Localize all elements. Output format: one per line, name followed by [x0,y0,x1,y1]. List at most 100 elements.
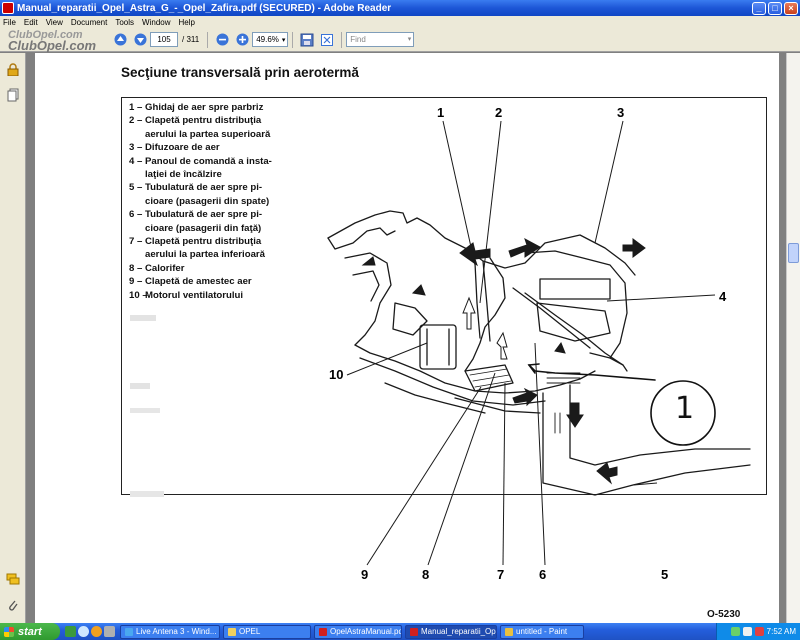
menu-view[interactable]: View [45,17,63,27]
next-page-icon[interactable] [132,32,148,48]
callout-2: 2 [495,105,503,120]
menu-file[interactable]: File [3,17,16,27]
zoom-in-icon[interactable] [234,32,250,48]
page-title: Secţiune transversală prin aerotermă [121,65,359,80]
legend-item-text: aerului la partea inferioară [145,249,265,261]
bleed-through-text [130,408,160,413]
handwritten-annotation: 1 [675,391,695,426]
zoom-out-icon[interactable] [214,32,230,48]
callout-8: 8 [422,567,430,582]
close-button[interactable]: × [784,1,798,15]
heater-cross-section-diagram [327,120,751,566]
bleed-through-text [130,383,150,389]
network-icon[interactable] [730,627,740,636]
legend-item-text: Difuzoare de aer [145,142,220,154]
excel-icon[interactable] [65,626,76,637]
legend-item-text: cioare (pasagerii din spate) [145,195,270,207]
legend-item-text: laţiei de încălzire [145,169,222,181]
lock-icon[interactable] [5,61,21,77]
page-count: / 311 [182,35,200,44]
legend-item: 8 –Calorifer [129,262,319,275]
legend-item-text: Clapetă pentru distribuţia [145,236,262,248]
windows-taskbar: start Live Antena 3 - Wind... OPEL OpelA… [0,623,800,640]
attachments-icon[interactable] [5,597,21,613]
firefox-icon[interactable] [91,626,102,637]
legend-item: 7 –Clapetă pentru distribuţia [129,235,319,248]
page-number-input[interactable]: 105 [150,32,178,47]
document-viewport[interactable]: Secţiune transversală prin aerotermă 1 –… [27,53,786,623]
legend-item: 2 –Clapetă pentru distribuţia [129,114,319,127]
find-input[interactable]: Find▾ [346,32,415,47]
figure-frame [121,97,767,495]
callout-3: 3 [617,105,625,120]
media-icon[interactable] [104,626,115,637]
legend-item: cioare (pasagerii din spate) [129,195,319,208]
windows-flag-icon [4,626,14,637]
menu-document[interactable]: Document [70,17,108,27]
menu-help[interactable]: Help [178,17,195,27]
pdf-icon [410,627,418,636]
legend-item: aerului la partea superioară [129,128,319,141]
system-tray: 7:52 AM [716,623,800,640]
callout-7: 7 [497,567,505,582]
menu-window[interactable]: Window [142,17,171,27]
menu-edit[interactable]: Edit [23,17,38,27]
previous-page-icon[interactable] [112,32,128,48]
browser-icon[interactable] [78,626,89,637]
legend-item-text: Motorul ventilatorului [145,289,244,301]
chevron-down-icon: ▾ [281,37,286,44]
start-button[interactable]: start [0,623,60,640]
task-live-antena[interactable]: Live Antena 3 - Wind... [120,624,220,639]
task-paint[interactable]: untitled - Paint [500,624,584,639]
legend-item: 6 –Tubulatură de aer spre pi- [129,208,319,221]
bleed-through-text [130,315,156,321]
legend-item-number: 8 – [129,262,143,274]
legend-item: aerului la partea inferioară [129,248,319,261]
title-bar[interactable]: Manual_reparatii_Opel_Astra_G_-_Opel_Zaf… [0,0,800,16]
scrollbar-thumb[interactable] [788,243,799,263]
task-manual-reparatii[interactable]: Manual_reparatii_Op... [405,624,497,639]
navigation-panel [0,53,26,623]
legend-item-number: 4 – [129,155,143,167]
callout-9: 9 [361,567,369,582]
legend-item: 5 –Tubulatură de aer spre pi- [129,181,319,194]
legend-item: 1 –Ghidaj de aer spre parbriz [129,101,319,114]
figure-code: O-5230 [707,609,741,620]
adobe-reader-icon [2,2,14,14]
zoom-level-select[interactable]: 49.6%▾ [252,32,289,47]
legend-item: cioare (pasagerii din faţă) [129,222,319,235]
task-opel-folder[interactable]: OPEL [223,624,311,639]
comments-icon[interactable] [5,571,21,587]
toolbar-separator [341,31,343,48]
save-copy-icon[interactable] [299,32,315,48]
legend-item-number: 10 – [129,289,148,301]
pages-icon[interactable] [5,87,21,103]
bleed-through-text [130,491,164,497]
menu-tools[interactable]: Tools [115,17,135,27]
ie-icon [125,627,133,636]
task-opelastramanual[interactable]: OpelAstraManual.pdf... [314,624,402,639]
vertical-scrollbar[interactable] [786,53,800,623]
volume-icon[interactable] [742,627,752,636]
folder-icon [228,627,236,636]
menu-bar: File Edit View Document Tools Window Hel… [0,16,800,28]
legend-item-text: aerului la partea superioară [145,128,271,140]
legend-item-number: 2 – [129,115,143,127]
callout-5: 5 [661,567,669,582]
minimize-button[interactable]: _ [752,1,766,15]
legend-item: laţiei de încălzire [129,168,319,181]
security-icon[interactable] [754,627,764,636]
maximize-button[interactable]: □ [768,1,782,15]
legend-item-number: 3 – [129,142,143,154]
fit-page-icon[interactable] [319,32,335,48]
legend-item-text: Panoul de comandă a insta- [145,155,272,167]
toolbar: ClubOpel.com ClubOpel.com 105 / 311 49.6… [0,28,800,52]
legend-item-number: 9 – [129,276,143,288]
callout-4: 4 [719,289,727,304]
legend-item: 9 –Clapetă de amestec aer [129,275,319,288]
clock: 7:52 AM [766,627,796,636]
toolbar-separator [207,31,209,48]
clubopel-watermark-logo: ClubOpel.com ClubOpel.com [8,28,97,52]
callout-1: 1 [437,105,445,120]
